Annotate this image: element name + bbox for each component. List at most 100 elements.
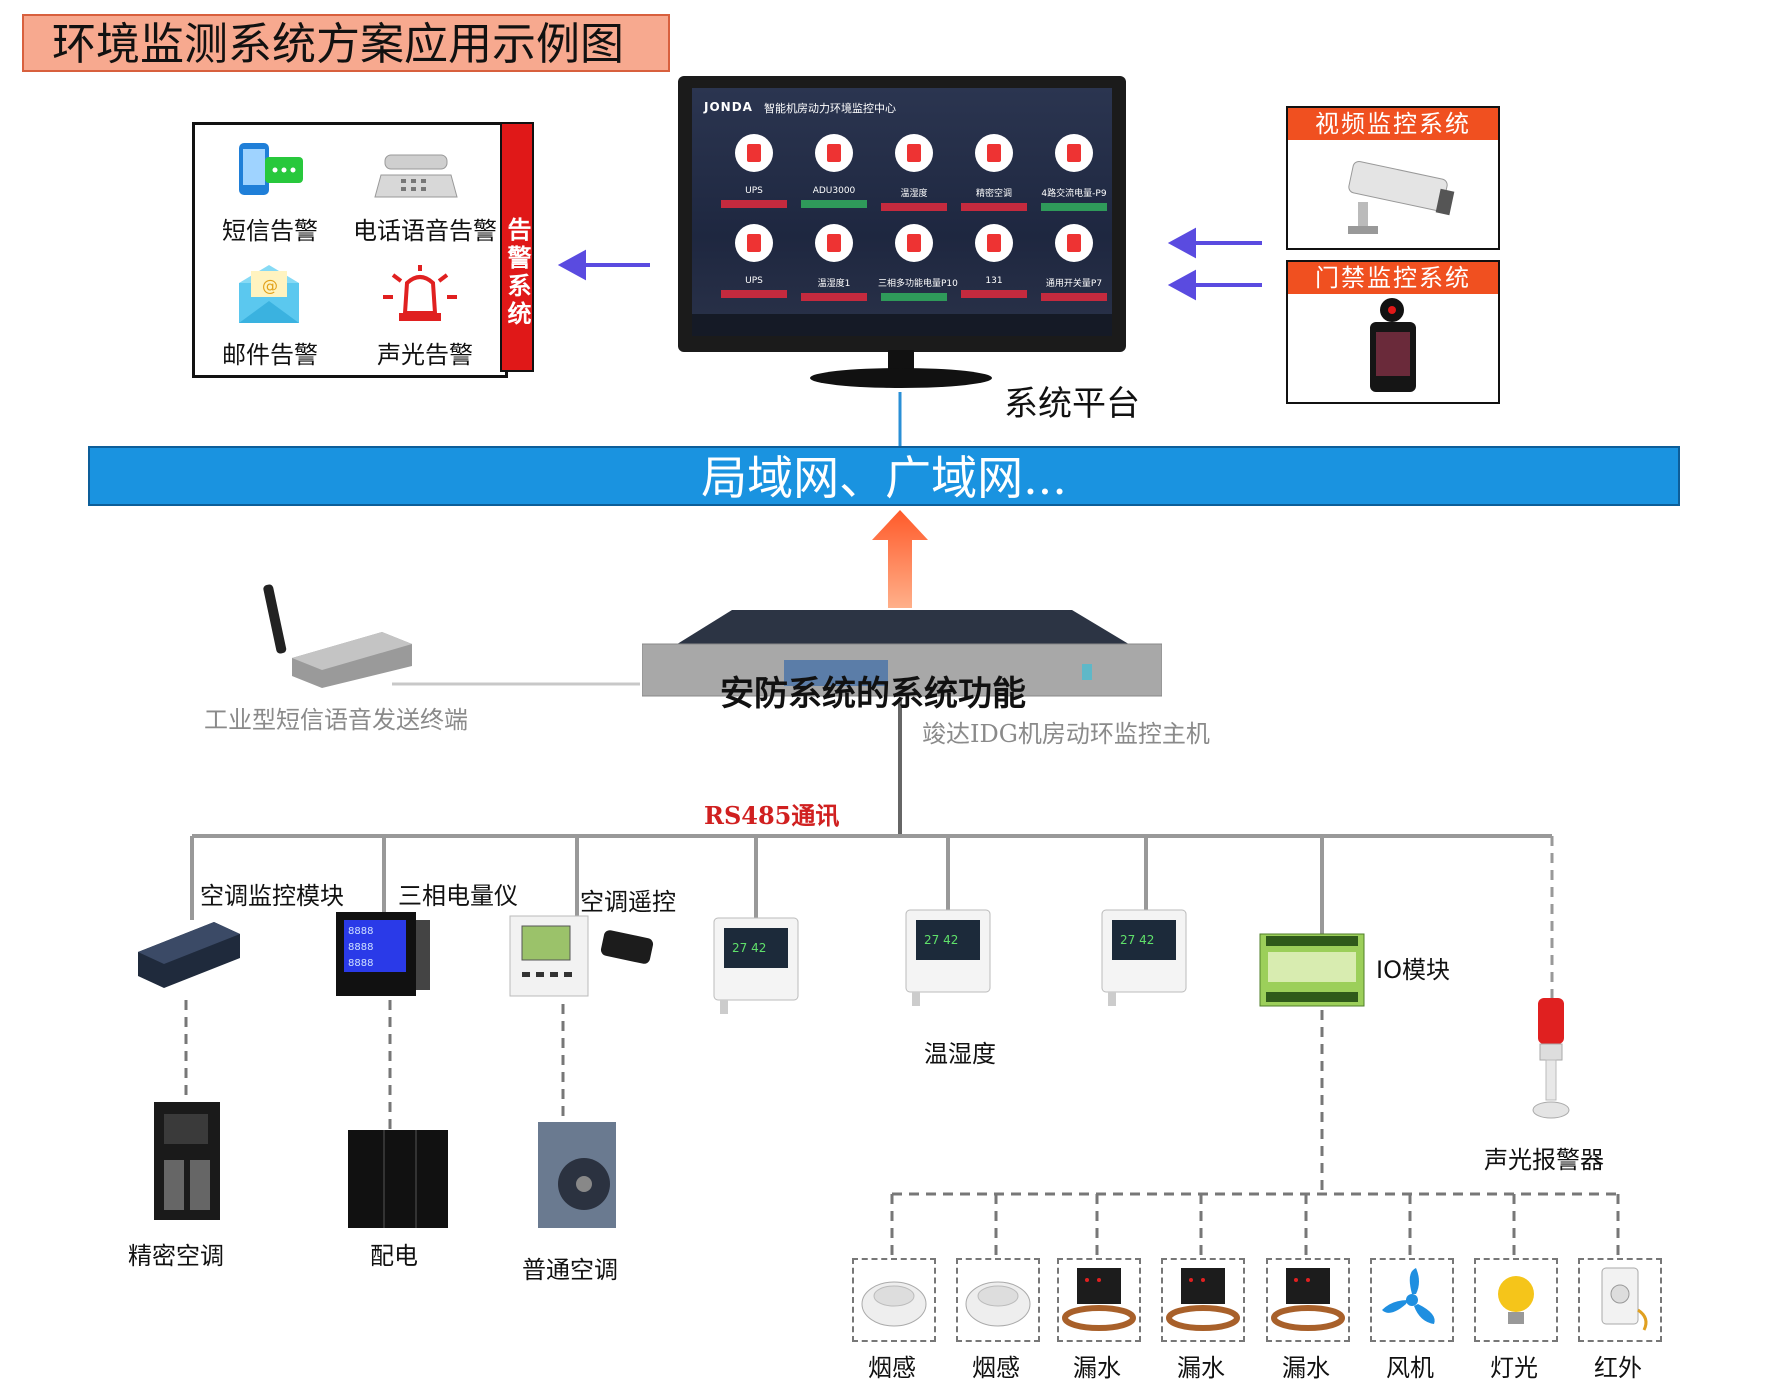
screen-tile-label: 131 [985, 276, 1003, 286]
screen-tile-status-bar [961, 203, 1027, 211]
screen-tile[interactable]: 三相多功能电量P10 [878, 224, 958, 314]
alarm-item-sms: 短信告警 [222, 217, 318, 245]
sms-icon [239, 143, 303, 195]
io-module-icon [1259, 933, 1365, 1007]
alarm-light-tower-icon [1532, 998, 1570, 1119]
screen-tile-status-bar [1041, 203, 1107, 211]
device-icon [975, 224, 1013, 262]
svg-text:@: @ [262, 276, 278, 295]
ac-module-label: 空调监控模块 [200, 882, 344, 910]
sensor-box [1057, 1258, 1141, 1342]
fan-icon [1382, 1268, 1435, 1324]
screen-tile-label: UPS [745, 276, 763, 286]
screen-footer [692, 314, 1112, 336]
video-surveillance-title: 视频监控系统 [1288, 108, 1498, 140]
alarm-item-light: 声光告警 [377, 341, 473, 369]
rs485-label: RS485通讯 [704, 801, 840, 830]
alarm-panel: 短信告警 电话语音告警 @ 邮件告警 声光告警 [192, 122, 508, 378]
alarm-light-label: 声光报警器 [1484, 1146, 1604, 1174]
alarm-light-icon [383, 265, 457, 321]
screen-tile-status-bar [801, 200, 867, 208]
screen-tile-status-bar [881, 293, 947, 301]
monitor-base [810, 368, 992, 388]
sensor-label: 烟感 [868, 1354, 916, 1382]
access-reader-icon [1370, 298, 1416, 392]
screen-tile[interactable]: 131 [958, 224, 1030, 314]
power-distribution-label: 配电 [370, 1242, 418, 1270]
device-icon [895, 134, 933, 172]
screen-tile[interactable]: 温湿度 [878, 134, 950, 224]
sensor-label: 风机 [1386, 1354, 1434, 1382]
alarm-item-email: 邮件告警 [222, 341, 318, 369]
telephone-icon [374, 154, 458, 198]
ac-module-icon [138, 922, 240, 988]
svg-text:27 42: 27 42 [732, 941, 766, 955]
screen-tile-status-bar [721, 290, 787, 298]
camera-icon [1348, 160, 1455, 234]
screen-tile-label: 温湿度1 [817, 279, 851, 289]
email-icon: @ [239, 265, 299, 323]
device-icon [815, 224, 853, 262]
svg-text:27 42: 27 42 [924, 933, 958, 947]
screen-tile[interactable]: 温湿度1 [798, 224, 870, 314]
power-meter-label: 三相电量仪 [398, 882, 518, 910]
sensor-label: 红外 [1594, 1354, 1642, 1382]
ac-remote-icon [509, 915, 654, 997]
sms-terminal-label: 工业型短信语音发送终端 [204, 706, 468, 734]
sms-terminal-icon [263, 584, 412, 688]
sensor-box [852, 1258, 936, 1342]
sensor-box [956, 1258, 1040, 1342]
sensor-label: 烟感 [972, 1354, 1020, 1382]
smoke-detector-icon [965, 1281, 1031, 1327]
device-icon [1055, 224, 1093, 262]
screen-tile-label: UPS [745, 186, 763, 196]
sensor-label: 漏水 [1177, 1354, 1225, 1382]
smoke-detector-icon [861, 1281, 927, 1327]
screen-tile[interactable]: 通用开关量P7 [1038, 224, 1110, 314]
light-bulb-icon [1498, 1276, 1534, 1324]
sensor-box [1161, 1258, 1245, 1342]
screen-tile[interactable]: UPS [718, 224, 790, 314]
page-title: 环境监测系统方案应用示例图 [22, 14, 670, 72]
sensor-label: 漏水 [1073, 1354, 1121, 1382]
io-module-label: IO模块 [1376, 956, 1450, 984]
host-device [642, 610, 1162, 697]
temp-humidity-sensor-2: 27 42 [905, 909, 991, 1006]
screen-tile-label: 精密空调 [975, 189, 1012, 199]
screen-tile-status-bar [961, 290, 1027, 298]
sensor-box [1578, 1258, 1662, 1342]
access-control-box: 门禁监控系统 [1286, 260, 1500, 404]
network-bar: 局域网、广域网... [88, 446, 1680, 506]
water-leak-sensor-icon [1166, 1268, 1240, 1331]
device-icon [895, 224, 933, 262]
screen-tile[interactable]: 精密空调 [958, 134, 1030, 224]
power-distribution-icon [348, 1130, 448, 1228]
water-leak-sensor-icon [1271, 1268, 1345, 1331]
screen-tile[interactable]: 4路交流电量-P9 [1038, 134, 1110, 224]
precision-ac-icon [154, 1102, 220, 1220]
host-label: 竣达IDG机房动环监控主机 [922, 720, 1210, 748]
precision-ac-label: 精密空调 [128, 1242, 224, 1270]
screen-tile-status-bar [801, 293, 867, 301]
access-control-title: 门禁监控系统 [1288, 262, 1498, 294]
screen-tile-label: 三相多功能电量P10 [878, 279, 958, 289]
screen-tile-label: 通用开关量P7 [1045, 279, 1103, 289]
temp-humidity-label: 温湿度 [924, 1040, 996, 1068]
temp-humidity-sensor-3: 27 42 [1101, 909, 1187, 1006]
svg-text:8888: 8888 [348, 926, 373, 937]
svg-text:27 42: 27 42 [1120, 933, 1154, 947]
normal-ac-label: 普通空调 [522, 1256, 618, 1284]
sensor-box [1266, 1258, 1350, 1342]
device-icon [735, 134, 773, 172]
svg-text:8888: 8888 [348, 942, 373, 953]
device-icon [1055, 134, 1093, 172]
water-leak-sensor-icon [1062, 1268, 1136, 1331]
screen-tile[interactable]: ADU3000 [798, 134, 870, 224]
screen-tile-status-bar [721, 200, 787, 208]
screen-tile-label: ADU3000 [812, 186, 856, 196]
screen-tile[interactable]: UPS [718, 134, 790, 224]
device-icon [975, 134, 1013, 172]
